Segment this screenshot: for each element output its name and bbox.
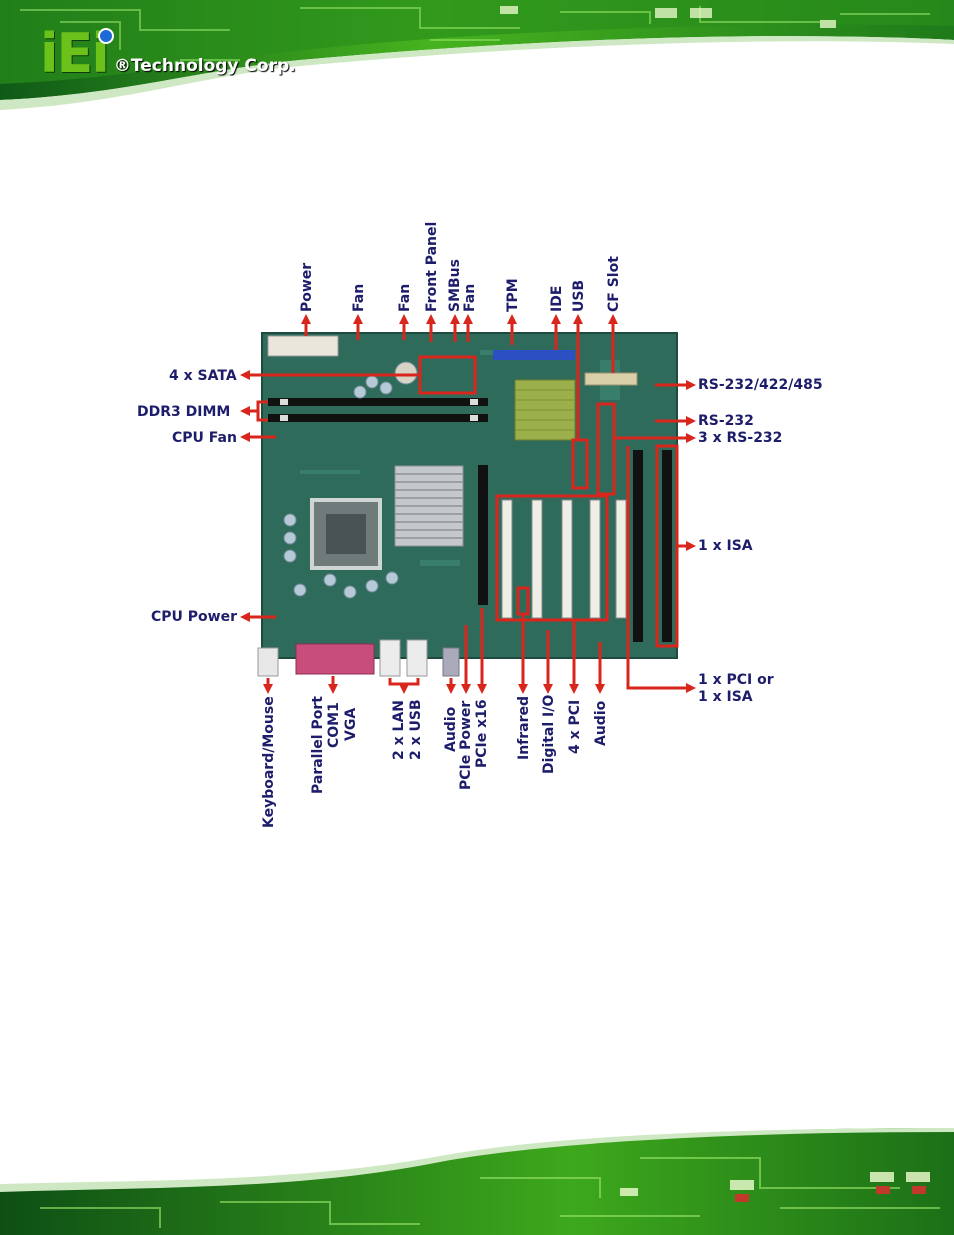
label-ide: IDE	[549, 285, 565, 312]
label-front-panel: Front Panel	[424, 221, 440, 312]
pci-slot-1	[501, 499, 513, 619]
ps2-port	[257, 647, 279, 677]
label-rs232-422-485: RS-232/422/485	[698, 377, 823, 393]
label-4x-pci: 4 x PCI	[567, 699, 583, 754]
footer-circuit-banner	[0, 1128, 954, 1235]
label-rs232: RS-232	[698, 413, 754, 429]
label-2x-usb: 2 x USB	[408, 699, 424, 760]
label-cpu-fan: CPU Fan	[172, 430, 237, 446]
label-cf-slot: CF Slot	[606, 256, 622, 312]
dimm-slot-2	[268, 414, 488, 422]
company-logo: iEi ®Technology Corp.	[40, 27, 296, 81]
callout-arrowheads	[240, 314, 696, 694]
page-header: iEi ®Technology Corp.	[0, 0, 954, 118]
header-circuit-banner	[0, 0, 954, 118]
label-fan-3: Fan	[462, 283, 478, 312]
label-isa: 1 x ISA	[698, 538, 753, 554]
pcie-x16-slot	[478, 465, 488, 605]
isa-slot-2	[662, 450, 672, 642]
label-fan-1: Fan	[351, 283, 367, 312]
label-pcie-power: PCIe Power	[458, 700, 474, 790]
label-sata: 4 x SATA	[169, 368, 237, 384]
label-2x-lan: 2 x LAN	[391, 700, 407, 760]
label-keyboard-mouse: Keyboard/Mouse	[261, 696, 277, 828]
label-tpm: TPM	[505, 278, 521, 312]
pci-slot-4	[589, 499, 601, 619]
label-usb: USB	[571, 279, 587, 312]
cf-slot	[584, 372, 638, 386]
company-name: ®Technology Corp.	[113, 56, 296, 76]
label-com1: COM1	[326, 702, 342, 748]
label-smbus: SMBus	[447, 259, 463, 312]
pci-slot-5	[615, 499, 627, 619]
label-power: Power	[299, 262, 315, 312]
label-audio-jack: Audio	[443, 706, 459, 752]
dimm-slot-1	[268, 398, 488, 406]
label-3x-rs232: 3 x RS-232	[698, 430, 783, 446]
callout-lines	[245, 318, 690, 690]
parallel-port-connector	[295, 643, 375, 675]
isa-slot-1	[633, 450, 643, 642]
label-infrared: Infrared	[516, 695, 532, 760]
pci-slot-2	[531, 499, 543, 619]
label-pci-or-isa-line1: 1 x PCI or	[698, 672, 774, 688]
audio-jack	[442, 647, 460, 677]
label-vga: VGA	[343, 707, 359, 741]
page-footer	[0, 1128, 954, 1235]
lan-usb-port-2	[406, 639, 428, 677]
label-audio: Audio	[593, 700, 609, 746]
lan-usb-port-1	[379, 639, 401, 677]
label-cpu-power: CPU Power	[151, 609, 237, 625]
label-fan-2: Fan	[397, 283, 413, 312]
label-pci-or-isa-line2: 1 x ISA	[698, 689, 753, 705]
ide-connector	[493, 350, 575, 360]
atx-power-connector	[267, 335, 339, 357]
label-ddr3-dimm: DDR3 DIMM	[137, 404, 231, 420]
logo-dot-icon	[98, 28, 114, 44]
label-pcie-x16: PCIe x16	[474, 699, 490, 768]
pci-slot-3	[561, 499, 573, 619]
label-digital-io: Digital I/O	[541, 694, 557, 774]
label-parallel-port: Parallel Port	[310, 696, 326, 794]
